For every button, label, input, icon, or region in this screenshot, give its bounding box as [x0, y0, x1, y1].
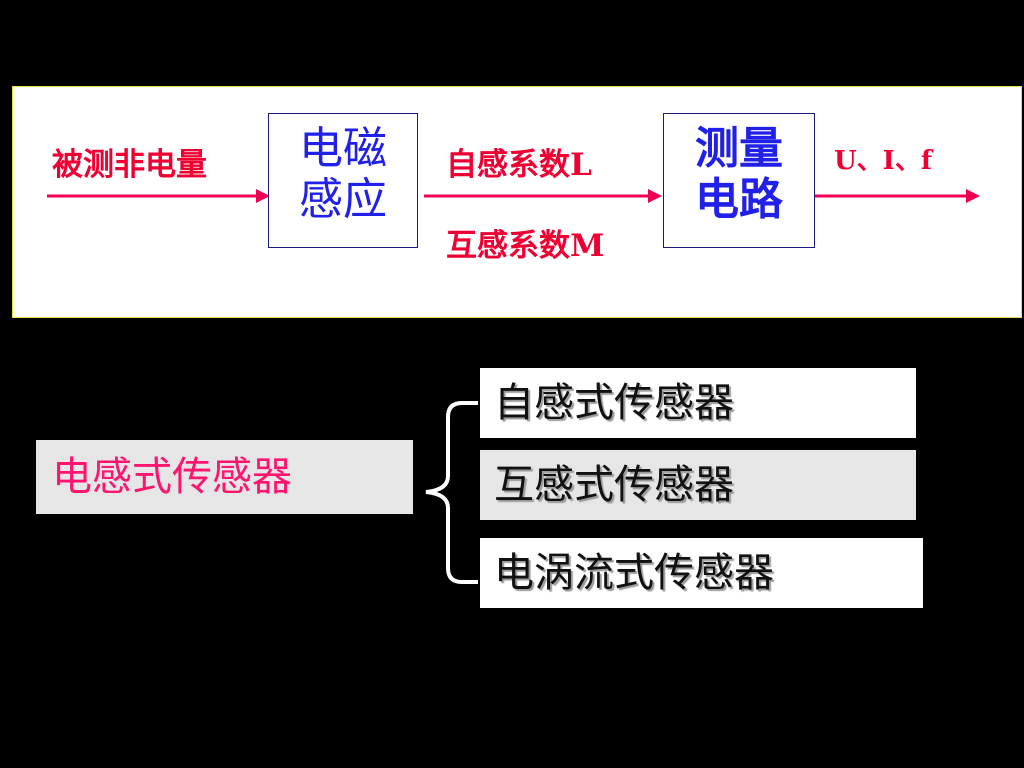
mutual-inductance-label: 互感系数M — [446, 228, 605, 264]
input-label: 被测非电量 — [52, 147, 207, 183]
flow-panel — [12, 86, 1022, 318]
arrow-right-icon — [47, 189, 270, 203]
electromagnetic-induction-box: 电磁 感应 — [268, 113, 418, 248]
box2-line2: 电路 — [695, 173, 783, 225]
eddy-current-sensor-box: 电涡流式传感器 — [480, 538, 923, 608]
box1-line2: 感应 — [299, 173, 387, 225]
root-category-box: 电感式传感器 — [36, 440, 413, 514]
mutual-inductance-sensor-box: 互感式传感器 — [480, 450, 916, 520]
box2-line1: 测量 — [695, 123, 783, 174]
self-inductance-sensor-box: 自感式传感器 — [480, 368, 916, 438]
output-label: U、I、f — [834, 146, 933, 176]
arrow-right-icon — [424, 189, 662, 203]
box1-line1: 电磁 — [299, 123, 387, 174]
measurement-circuit-box: 测量 电路 — [663, 113, 815, 248]
self-inductance-label: 自感系数L — [446, 147, 592, 183]
arrow-right-icon — [815, 189, 980, 203]
